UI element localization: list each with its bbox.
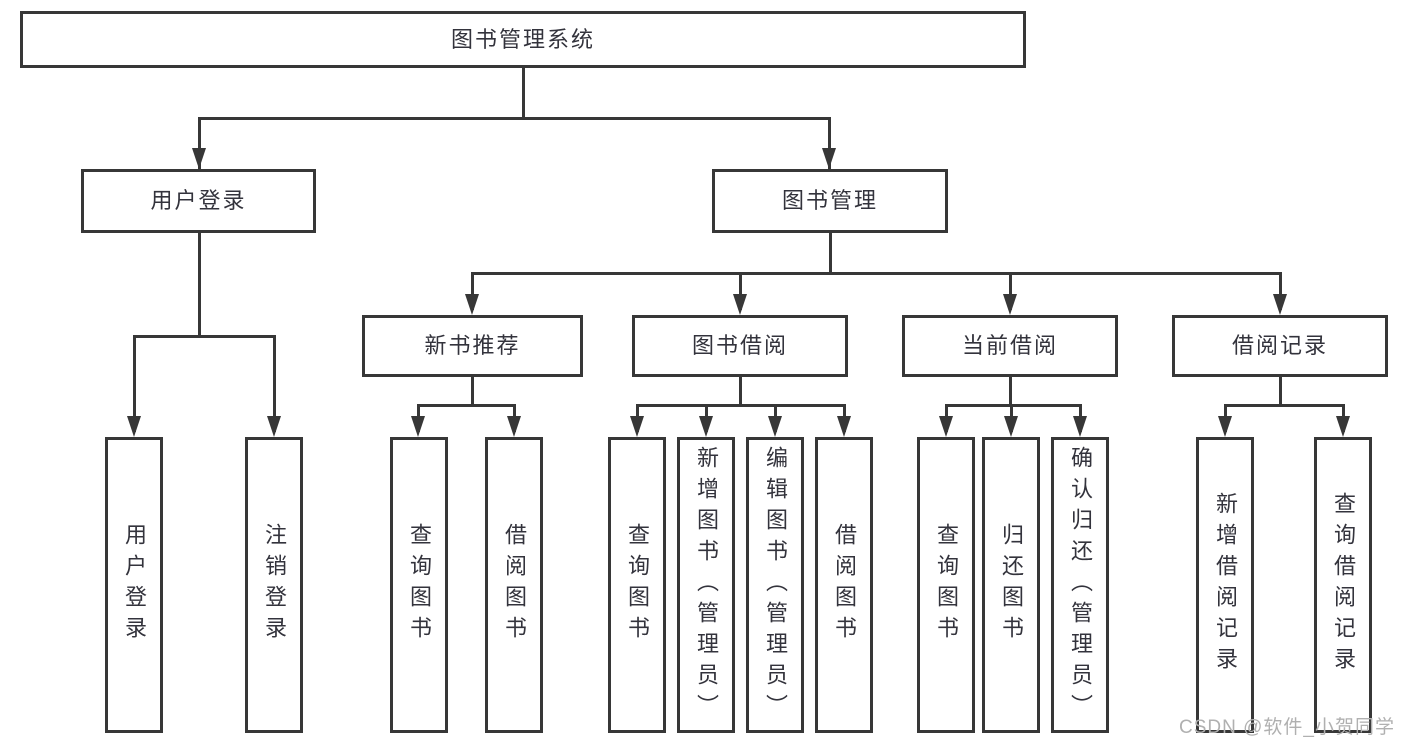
connector-line bbox=[944, 403, 1082, 407]
node-label: 图书借阅 bbox=[691, 333, 788, 358]
connector-line bbox=[416, 403, 516, 407]
arrow-down-icon bbox=[836, 416, 851, 437]
node-root: 图书管理系统 bbox=[20, 11, 1026, 68]
node-label: 查询图书 bbox=[407, 523, 432, 647]
arrow-down-icon bbox=[464, 294, 479, 315]
arrow-down-icon bbox=[767, 416, 782, 437]
node-label: 查询图书 bbox=[625, 523, 650, 647]
node-label: 当前借阅 bbox=[961, 333, 1058, 358]
connector-line bbox=[1278, 375, 1282, 407]
arrow-down-icon bbox=[821, 148, 836, 169]
connector-line bbox=[272, 334, 276, 432]
node-query-books-1: 查询图书 bbox=[390, 437, 448, 733]
node-book-management: 图书管理 bbox=[712, 169, 948, 233]
connector-line bbox=[1278, 271, 1282, 310]
connector-line bbox=[1008, 271, 1012, 310]
arrow-down-icon bbox=[629, 416, 644, 437]
node-label: 注销登录 bbox=[262, 523, 287, 647]
node-label: 新书推荐 bbox=[424, 333, 521, 358]
connector-line bbox=[132, 334, 136, 432]
connector-line bbox=[1223, 403, 1345, 407]
arrow-down-icon bbox=[1217, 416, 1232, 437]
node-borrowing-records: 借阅记录 bbox=[1172, 315, 1388, 377]
connector-line bbox=[197, 116, 201, 164]
arrow-down-icon bbox=[1072, 416, 1087, 437]
connector-line bbox=[197, 231, 201, 338]
node-query-books-2: 查询图书 bbox=[608, 437, 666, 733]
arrow-down-icon bbox=[732, 294, 747, 315]
node-confirm-return-admin: 确认归还（管理员） bbox=[1051, 437, 1109, 733]
node-label: 新增借阅记录 bbox=[1213, 492, 1238, 678]
connector-line bbox=[470, 375, 474, 407]
node-logout-leaf: 注销登录 bbox=[245, 437, 303, 733]
connector-line bbox=[635, 403, 846, 407]
node-return-books: 归还图书 bbox=[982, 437, 1040, 733]
connector-line bbox=[1008, 375, 1012, 407]
node-borrow-books-1: 借阅图书 bbox=[485, 437, 543, 733]
arrow-down-icon bbox=[938, 416, 953, 437]
arrow-down-icon bbox=[1003, 416, 1018, 437]
connector-line bbox=[521, 66, 525, 120]
arrow-down-icon bbox=[1002, 294, 1017, 315]
node-label: 新增图书（管理员） bbox=[694, 445, 719, 725]
node-current-borrowing: 当前借阅 bbox=[902, 315, 1118, 377]
arrow-down-icon bbox=[191, 148, 206, 169]
node-user-login: 用户登录 bbox=[81, 169, 316, 233]
arrow-down-icon bbox=[1272, 294, 1287, 315]
node-edit-books-admin: 编辑图书（管理员） bbox=[746, 437, 804, 733]
node-label: 确认归还（管理员） bbox=[1068, 445, 1093, 725]
node-label: 查询借阅记录 bbox=[1331, 492, 1356, 678]
node-borrow-books-2: 借阅图书 bbox=[815, 437, 873, 733]
node-label: 查询图书 bbox=[934, 523, 959, 647]
node-label: 借阅记录 bbox=[1231, 333, 1328, 358]
node-add-borrow-record: 新增借阅记录 bbox=[1196, 437, 1254, 733]
connector-line bbox=[738, 271, 742, 310]
watermark: CSDN @软件_小贺同学 bbox=[1179, 717, 1395, 738]
connector-line bbox=[827, 116, 831, 164]
connector-line bbox=[470, 271, 1282, 275]
connector-line bbox=[828, 231, 832, 275]
node-label: 归还图书 bbox=[999, 523, 1024, 647]
node-query-books-3: 查询图书 bbox=[917, 437, 975, 733]
arrow-down-icon bbox=[698, 416, 713, 437]
arrow-down-icon bbox=[266, 416, 281, 437]
arrow-down-icon bbox=[506, 416, 521, 437]
connector-line bbox=[470, 271, 474, 310]
connector-line bbox=[197, 116, 831, 120]
node-label: 用户登录 bbox=[122, 523, 147, 647]
node-book-borrowing: 图书借阅 bbox=[632, 315, 848, 377]
node-label: 借阅图书 bbox=[832, 523, 857, 647]
arrow-down-icon bbox=[410, 416, 425, 437]
node-add-books-admin: 新增图书（管理员） bbox=[677, 437, 735, 733]
node-user-login-leaf: 用户登录 bbox=[105, 437, 163, 733]
node-query-borrow-record: 查询借阅记录 bbox=[1314, 437, 1372, 733]
node-label: 借阅图书 bbox=[502, 523, 527, 647]
node-label: 图书管理系统 bbox=[450, 26, 595, 52]
connector-line bbox=[738, 375, 742, 407]
node-label: 图书管理 bbox=[781, 188, 878, 213]
node-label: 编辑图书（管理员） bbox=[763, 445, 788, 725]
arrow-down-icon bbox=[1335, 416, 1350, 437]
arrow-down-icon bbox=[126, 416, 141, 437]
node-label: 用户登录 bbox=[150, 188, 247, 213]
node-new-book-recommend: 新书推荐 bbox=[362, 315, 583, 377]
connector-line bbox=[132, 334, 276, 338]
